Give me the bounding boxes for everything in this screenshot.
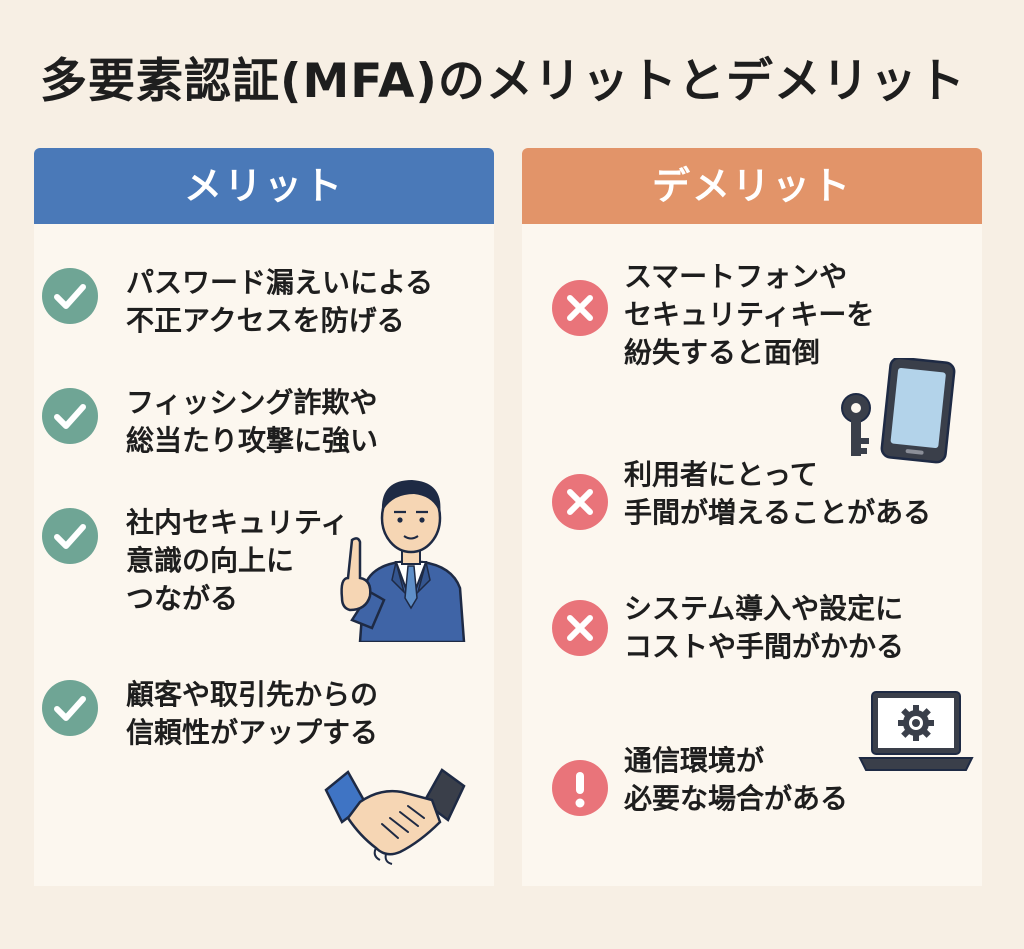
check-icon xyxy=(42,680,98,736)
merit-text: パスワード漏えいによる 不正アクセスを防げる xyxy=(126,266,434,337)
demerit-text: スマートフォンや セキュリティキーを 紛失すると面倒 xyxy=(624,260,875,369)
merits-panel: メリット パスワード漏えいによる 不正アクセスを防げる フィッシング詐欺や 総当… xyxy=(34,148,494,886)
page-title: 多要素認証(MFA)のメリットとデメリット xyxy=(40,54,966,109)
demerits-header: デメリット xyxy=(522,148,982,224)
check-icon xyxy=(42,268,98,324)
merit-text: 社内セキュリティ 意識の向上に つながる xyxy=(126,506,349,615)
merits-header: メリット xyxy=(34,148,494,224)
cross-icon xyxy=(552,280,608,336)
check-icon xyxy=(42,388,98,444)
cross-icon xyxy=(552,474,608,530)
demerits-panel: デメリット スマートフォンや セキュリティキーを 紛失すると面倒 利用者にとって… xyxy=(522,148,982,886)
demerit-text: 利用者にとって 手間が増えることがある xyxy=(624,458,932,529)
check-icon xyxy=(42,508,98,564)
key-and-phone-illustration xyxy=(834,356,964,470)
businessman-illustration xyxy=(322,470,482,646)
handshake-illustration xyxy=(320,764,470,872)
demerit-text: 通信環境が 必要な場合がある xyxy=(624,744,849,815)
exclamation-icon xyxy=(552,760,608,816)
merit-text: フィッシング詐欺や 総当たり攻撃に強い xyxy=(126,386,379,457)
laptop-gear-illustration xyxy=(856,688,976,782)
demerit-text: システム導入や設定に コストや手間がかかる xyxy=(624,592,905,663)
cross-icon xyxy=(552,600,608,656)
merit-text: 顧客や取引先からの 信頼性がアップする xyxy=(126,678,379,749)
